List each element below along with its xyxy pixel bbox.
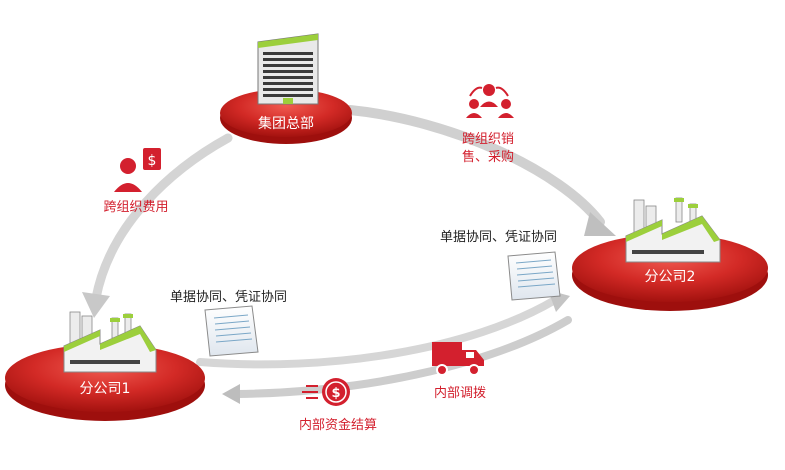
node-subsidiary1 — [5, 311, 205, 421]
factory-icon — [63, 311, 157, 373]
cross-org-expense-label: 跨组织费用 — [103, 200, 169, 215]
cross-org-sales-label-line1: 跨组织销 — [461, 132, 514, 147]
svg-text:$: $ — [331, 386, 340, 401]
building-icon — [257, 33, 319, 105]
subsidiary2-label: 分公司2 — [644, 269, 696, 285]
subsidiary1-label: 分公司1 — [79, 381, 131, 397]
document-icon — [204, 305, 259, 357]
internal-transfer-label: 内部调拨 — [433, 386, 486, 401]
truck-icon — [432, 342, 484, 376]
arrow-hq-to-subsidiary1 — [82, 133, 233, 318]
headquarters-label: 集团总部 — [258, 116, 314, 132]
document-icon — [507, 251, 561, 301]
svg-text:$: $ — [148, 153, 157, 169]
node-headquarters — [220, 33, 352, 144]
arrow-hq-to-subsidiary2 — [345, 105, 616, 236]
factory-icon — [625, 197, 721, 263]
doc-sync-label-right: 单据协同、凭证协同 — [440, 230, 558, 245]
doc-sync-label-left: 单据协同、凭证协同 — [170, 290, 288, 305]
user-money-icon: $ — [114, 148, 161, 192]
people-exchange-icon — [466, 84, 514, 118]
money-coin-icon: $ — [302, 378, 350, 406]
internal-settlement-label: 内部资金结算 — [298, 418, 377, 433]
cross-org-sales-label-line2: 售、采购 — [461, 150, 514, 165]
node-subsidiary2 — [572, 197, 768, 311]
arrow-subsidiary2-to-subsidiary1 — [222, 316, 572, 404]
